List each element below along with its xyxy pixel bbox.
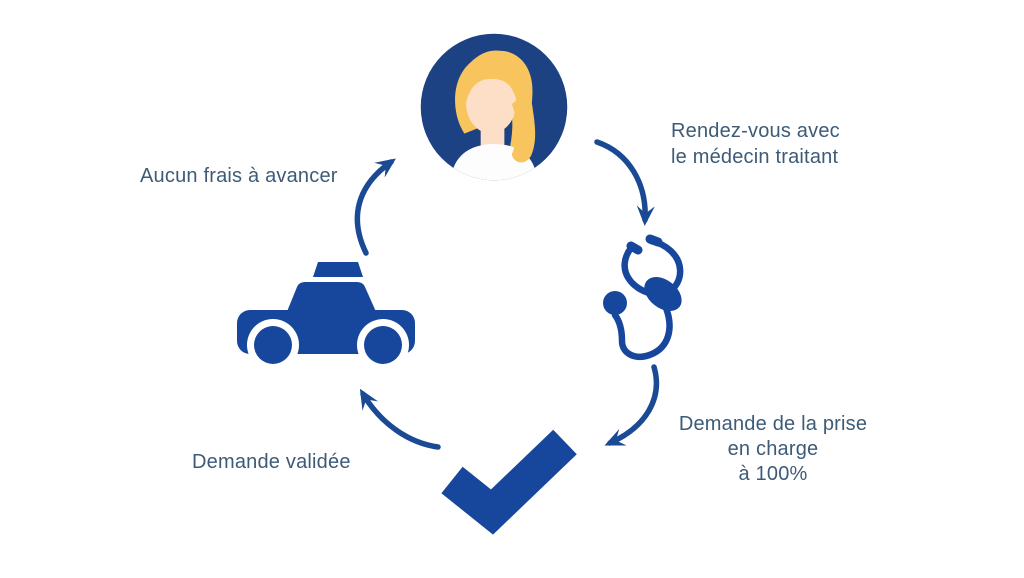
label-line: Rendez-vous avec (671, 120, 840, 142)
checkmark-icon (436, 421, 584, 543)
arrow-demande-to-taxi (359, 388, 441, 450)
label-line: Aucun frais à avancer (140, 165, 338, 187)
arrow-patient-to-medecin (594, 139, 655, 227)
label-demande-prise-en-charge: Demande de la prise en charge à 100% (660, 412, 886, 487)
arrow-medecin-to-demande (604, 364, 660, 446)
checkmark-graphic (441, 429, 577, 535)
taxi-graphic (237, 262, 415, 371)
label-aucun-frais: Aucun frais à avancer (140, 165, 338, 188)
label-rendez-vous-medecin: Rendez-vous avec le médecin traitant (671, 118, 840, 170)
arrow-taxi-to-patient (354, 158, 396, 256)
label-line: le médecin traitant (671, 146, 839, 168)
label-line: en charge (727, 438, 819, 460)
taxi-icon (236, 260, 416, 371)
label-demande-validee: Demande validée (192, 451, 351, 474)
label-line: Demande de la prise (678, 413, 868, 435)
label-line: Demande validée (192, 451, 351, 473)
stethoscope-icon (596, 231, 702, 373)
stethoscope-graphic (603, 234, 684, 360)
person-avatar-graphic (420, 33, 568, 181)
person-avatar-icon (420, 33, 568, 181)
label-line: à 100% (738, 463, 808, 485)
